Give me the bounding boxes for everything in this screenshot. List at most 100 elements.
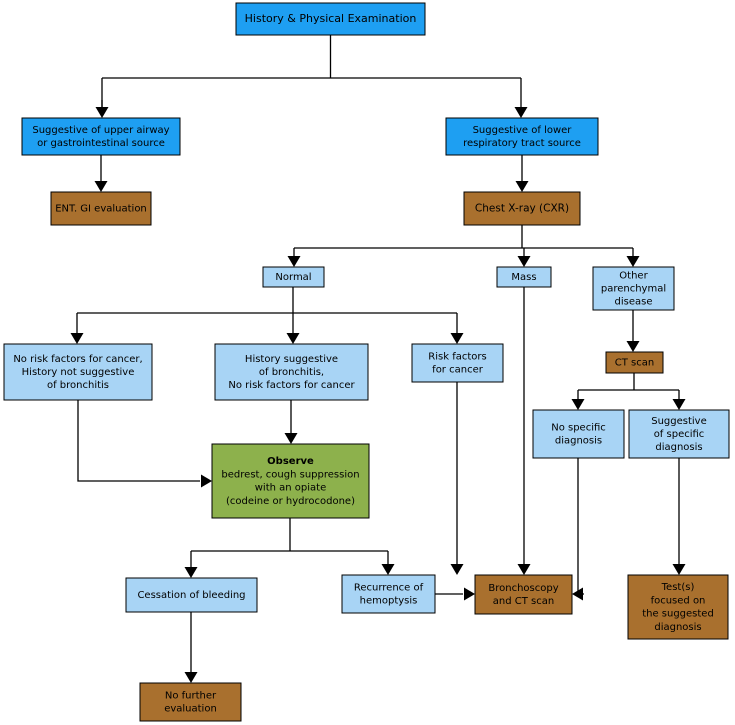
node-label: Cessation of bleeding xyxy=(137,590,245,601)
arrowhead xyxy=(450,333,464,344)
arrowhead xyxy=(95,107,109,118)
connector-observe-split xyxy=(190,518,389,572)
node-label: History & Physical Examination xyxy=(245,12,417,25)
node-box[interactable] xyxy=(532,409,625,459)
node-box[interactable] xyxy=(341,574,436,614)
node-label: CT scan xyxy=(615,358,654,369)
connector-line xyxy=(76,287,458,338)
arrowhead xyxy=(184,672,198,683)
node-box[interactable] xyxy=(605,351,664,374)
arrowhead xyxy=(571,399,585,410)
node-label: Normal xyxy=(275,272,311,283)
node-box[interactable] xyxy=(235,2,426,36)
arrowhead xyxy=(70,333,84,344)
connector-bronchitis-to-observe xyxy=(284,400,298,444)
node-label: No risk factors for cancer,History not s… xyxy=(13,354,142,391)
node-box[interactable] xyxy=(463,191,581,226)
connector-ct-split xyxy=(577,373,680,404)
node-label: ENT. GI evaluation xyxy=(55,204,147,215)
node-normal[interactable]: Normal xyxy=(262,266,325,288)
node-box[interactable] xyxy=(125,577,258,613)
connector-to-normal xyxy=(287,256,301,267)
arrowhead xyxy=(515,181,529,192)
node-box[interactable] xyxy=(411,343,504,383)
connector-to-suggestive-spec xyxy=(672,399,686,410)
connector-to-ent-gi xyxy=(94,155,108,192)
connector-to-history-bronchitis xyxy=(286,333,300,344)
arrowhead xyxy=(464,587,475,601)
arrowhead xyxy=(572,587,583,601)
node-ct-scan[interactable]: CT scan xyxy=(605,351,664,374)
node-label: Mass xyxy=(511,272,536,283)
connector-noriskfactors-to-observe xyxy=(77,400,212,488)
node-box[interactable] xyxy=(3,343,153,401)
arrowhead xyxy=(517,564,531,575)
connector-suggestive-to-tests xyxy=(672,458,686,575)
connector-to-lower-respiratory xyxy=(514,78,528,118)
connector-layer xyxy=(70,35,686,683)
node-mass[interactable]: Mass xyxy=(496,266,552,288)
connector-to-no-specific xyxy=(571,399,585,410)
connector-line xyxy=(190,518,389,572)
node-box[interactable] xyxy=(262,266,325,288)
node-box[interactable] xyxy=(211,443,370,519)
node-ent-gi-evaluation[interactable]: ENT. GI evaluation xyxy=(50,191,152,226)
connector-line xyxy=(577,458,584,595)
node-box[interactable] xyxy=(445,117,599,156)
arrowhead xyxy=(450,564,464,575)
connector-history-split xyxy=(101,35,521,112)
node-cessation-bleeding[interactable]: Cessation of bleeding xyxy=(125,577,258,613)
node-label: Chest X-ray (CXR) xyxy=(475,203,569,215)
node-box[interactable] xyxy=(627,574,729,640)
arrowhead xyxy=(514,107,528,118)
node-no-risk-factors[interactable]: No risk factors for cancer,History not s… xyxy=(3,343,153,401)
connector-to-recurrence xyxy=(381,564,395,575)
node-box[interactable] xyxy=(496,266,552,288)
arrowhead xyxy=(672,564,686,575)
node-box[interactable] xyxy=(21,117,181,156)
node-box[interactable] xyxy=(628,409,730,459)
connector-to-no-risk-factors xyxy=(70,333,84,344)
connector-nospecific-to-bronch xyxy=(572,458,584,601)
connector-to-other-parenchymal xyxy=(626,256,640,267)
node-history[interactable]: History & Physical Examination xyxy=(235,2,426,36)
connector-to-chest-xray xyxy=(515,155,529,192)
connector-cessation-to-nofurther xyxy=(184,612,198,683)
node-box[interactable] xyxy=(139,682,242,722)
connector-line xyxy=(77,400,200,482)
connector-line xyxy=(101,35,521,112)
connector-cxr-split xyxy=(293,225,634,261)
connector-recurrence-to-bronch xyxy=(435,587,475,601)
node-box[interactable] xyxy=(50,191,152,226)
connector-mass-to-bronch xyxy=(517,287,531,575)
node-box[interactable] xyxy=(474,574,573,615)
arrowhead xyxy=(672,399,686,410)
arrowhead xyxy=(287,256,301,267)
arrowhead xyxy=(184,567,198,578)
connector-line xyxy=(293,225,634,261)
node-chest-xray[interactable]: Chest X-ray (CXR) xyxy=(463,191,581,226)
node-box[interactable] xyxy=(592,266,675,311)
connector-to-mass xyxy=(517,256,531,267)
node-box[interactable] xyxy=(214,343,369,401)
